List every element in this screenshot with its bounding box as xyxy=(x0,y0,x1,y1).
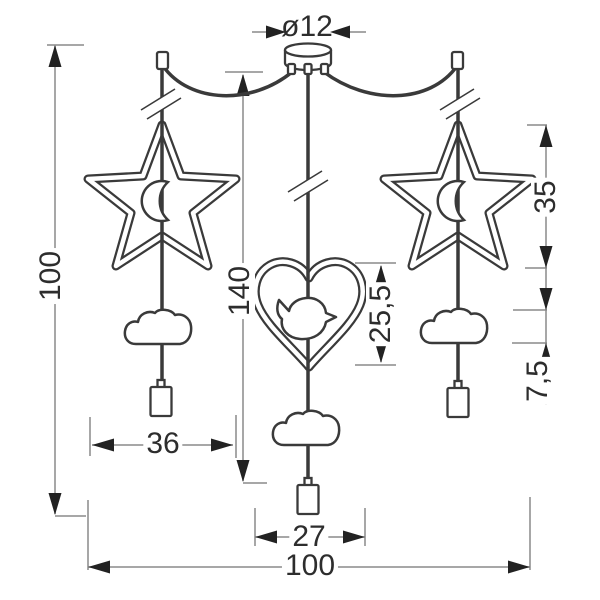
arrow-up-icon xyxy=(374,265,388,287)
arrow-down-icon xyxy=(48,493,62,515)
arrow-left-icon xyxy=(92,438,114,452)
dim-label-star-width: 36 xyxy=(143,429,183,459)
arrow-right-icon xyxy=(343,530,365,544)
arrow-up-icon xyxy=(539,125,553,147)
dim-label-total-width: 100 xyxy=(281,551,339,581)
arrow-left-icon xyxy=(330,25,350,39)
dim-label-heart-height: 25,5 xyxy=(364,281,397,347)
cord-break-center xyxy=(287,170,329,202)
cloud-right xyxy=(419,307,489,345)
cord-grip-left xyxy=(155,50,170,71)
arrow-down-icon xyxy=(374,341,388,363)
cord-grips xyxy=(155,50,465,71)
dimension-arrows xyxy=(48,25,553,574)
socket-center xyxy=(296,476,320,516)
ceiling-canopy xyxy=(283,42,333,76)
moon-icon-right xyxy=(436,179,466,223)
cloud-center xyxy=(271,409,341,447)
cord-breaks xyxy=(140,88,481,202)
arrow-left-icon xyxy=(255,530,277,544)
socket-left xyxy=(149,378,173,418)
arrow-down-icon xyxy=(539,288,553,310)
cord-break-right xyxy=(439,88,481,120)
cord-right xyxy=(322,64,459,98)
dim-label-heart-width: 27 xyxy=(289,522,329,552)
cord-grip-right xyxy=(450,50,465,71)
socket-right xyxy=(446,379,470,419)
dim-label-total-height: 100 xyxy=(34,247,67,305)
arrow-left-icon xyxy=(88,560,110,574)
dim-line-star-height-cloud-height xyxy=(512,124,547,405)
arrow-right-icon xyxy=(266,25,286,39)
arrow-up-icon xyxy=(48,45,62,67)
dim-label-star-height: 35 xyxy=(529,177,562,217)
moon-icon-left xyxy=(140,179,170,223)
cloud-left xyxy=(123,308,193,346)
cord-break-left xyxy=(140,88,182,120)
bird-icon xyxy=(276,296,338,341)
arrow-right-icon xyxy=(211,438,233,452)
arrow-up-icon xyxy=(236,74,250,96)
dim-label-drop-length: 140 xyxy=(223,262,256,320)
arrow-right-icon xyxy=(508,560,530,574)
dim-label-cloud-height: 7,5 xyxy=(521,357,554,405)
dim-label-canopy-diameter: ø12 xyxy=(281,10,333,43)
arrow-down-icon xyxy=(539,246,553,268)
cord-left xyxy=(161,64,294,98)
arrow-down-icon xyxy=(236,460,250,482)
